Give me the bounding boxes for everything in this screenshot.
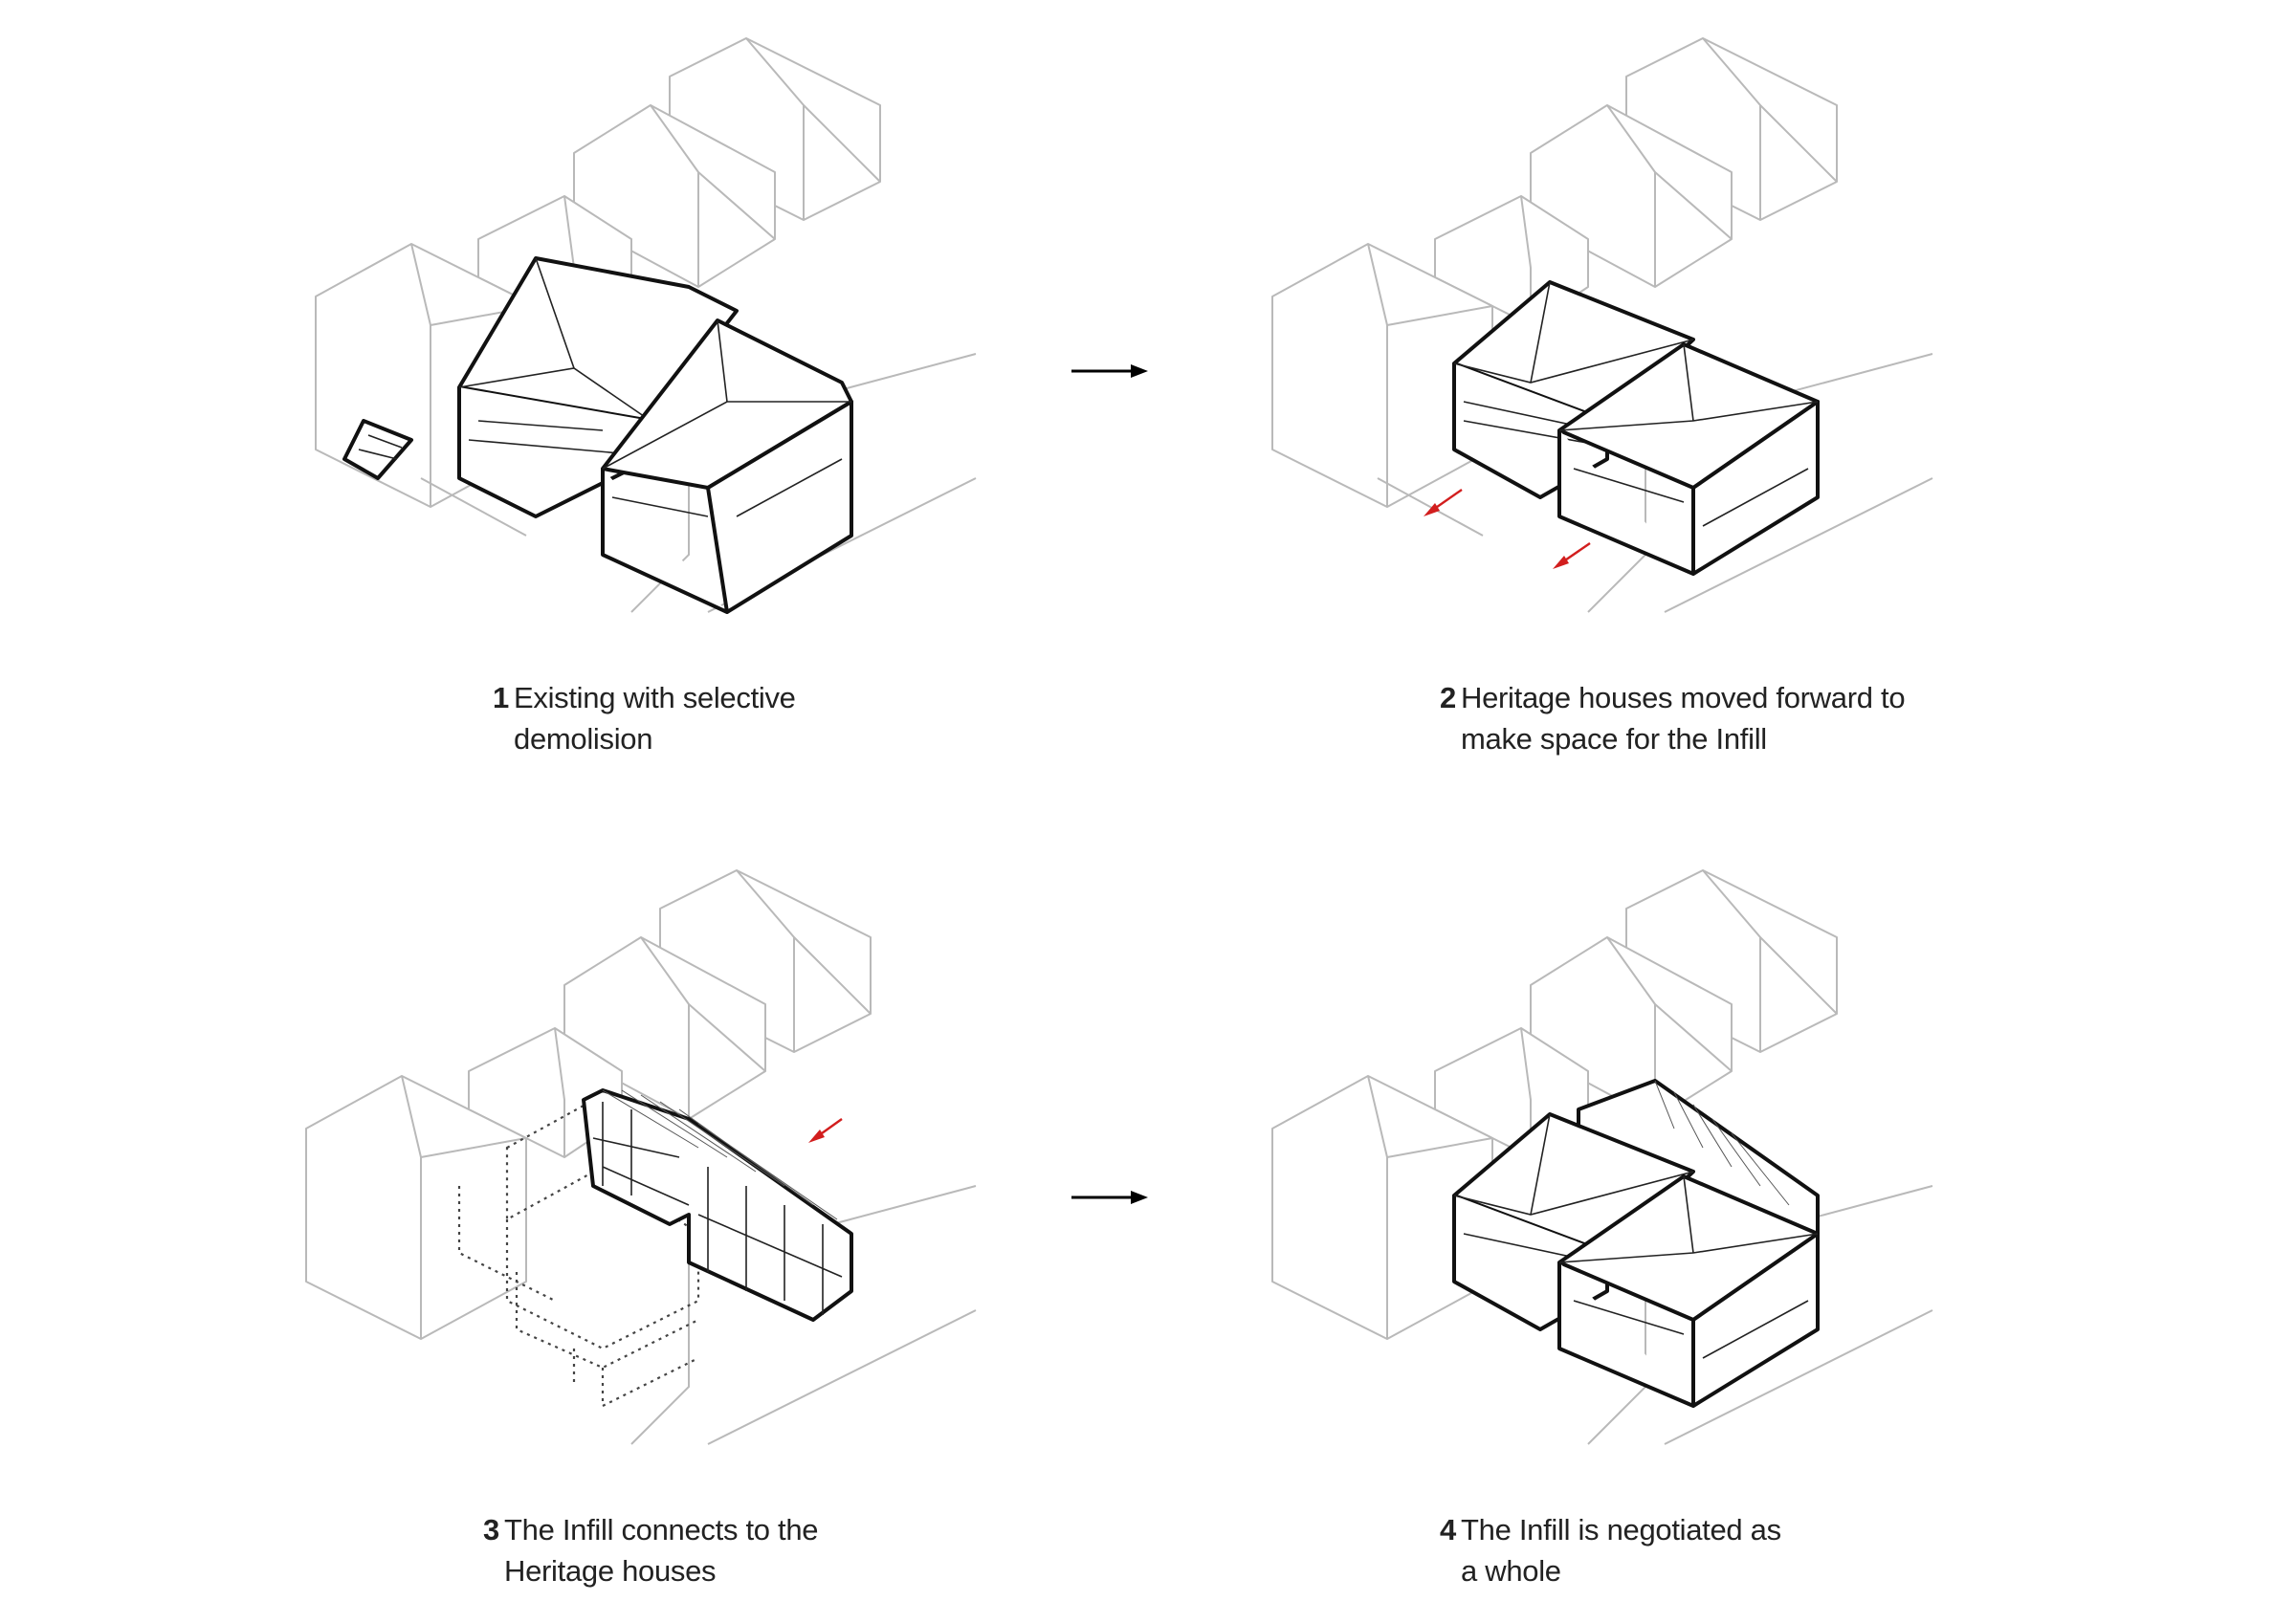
move-forward-arrows — [1424, 489, 1591, 569]
sequence-arrow-2 — [1071, 1191, 1148, 1204]
diagram-step-4 — [1271, 869, 1933, 1445]
caption-line: Existing with selective — [514, 681, 796, 714]
step-number: 3 — [483, 1513, 499, 1546]
heritage-houses — [1452, 1112, 1820, 1408]
heritage-houses — [342, 256, 853, 614]
caption-line: Heritage houses moved forward to — [1461, 681, 1906, 714]
insert-arrow — [808, 1118, 843, 1143]
step-number: 4 — [1440, 1513, 1456, 1546]
context-buildings — [1271, 869, 1933, 1445]
step-number: 2 — [1440, 681, 1456, 714]
caption-line: a whole — [1461, 1554, 1561, 1588]
caption-line: demolision — [514, 722, 653, 756]
caption-line: make space for the Infill — [1461, 722, 1767, 756]
caption-line: The Infill connects to the — [504, 1513, 819, 1546]
infill-section — [582, 1088, 853, 1322]
diagram-step-2 — [1271, 37, 1933, 613]
sequence-arrow-1 — [1071, 364, 1148, 378]
context-buildings — [1271, 37, 1933, 613]
step-number: 1 — [493, 681, 509, 714]
caption-line: Heritage houses — [504, 1554, 717, 1588]
demolished-outline — [457, 1093, 700, 1408]
context-buildings — [305, 869, 977, 1445]
diagram-step-1 — [315, 37, 977, 614]
diagram-step-3 — [305, 869, 977, 1445]
caption-line: The Infill is negotiated as — [1461, 1513, 1781, 1546]
heritage-houses — [1452, 280, 1820, 576]
